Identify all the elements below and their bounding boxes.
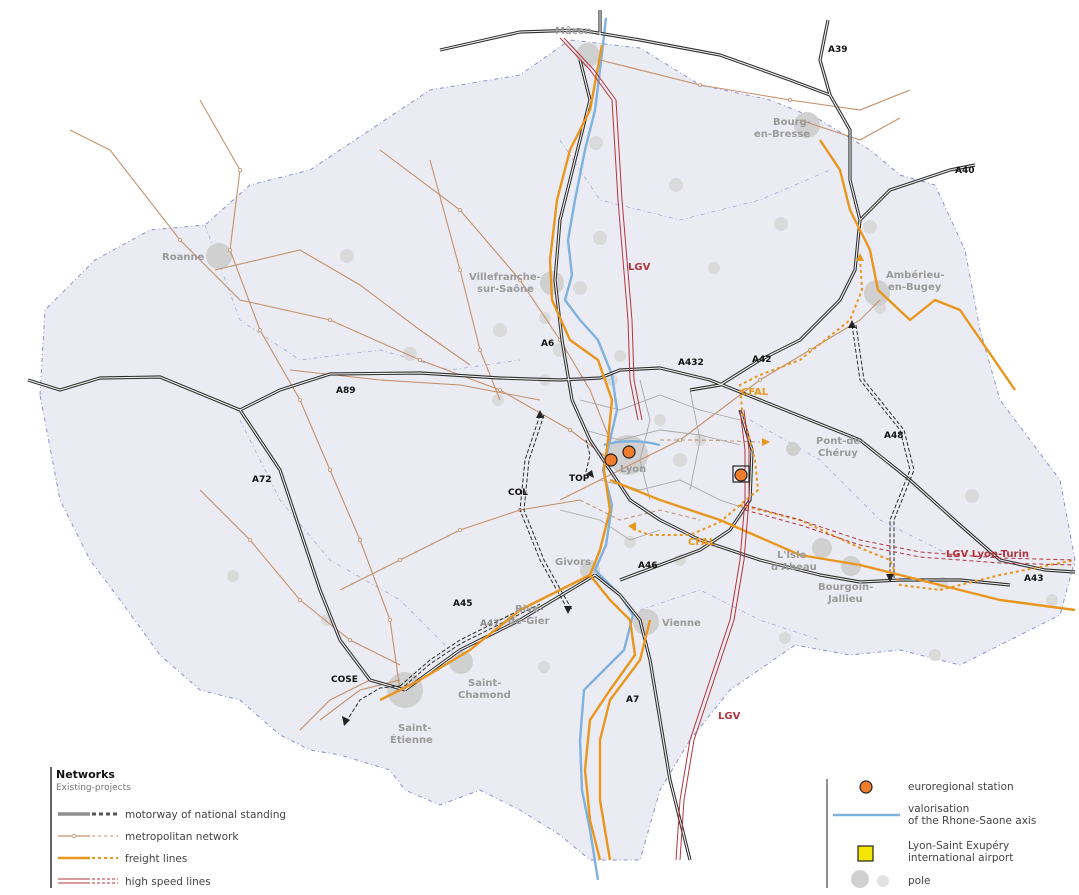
project-label-col: COL <box>508 488 528 498</box>
euroregional-stations <box>604 445 748 482</box>
project-label-lgv-north: LGV <box>628 262 651 273</box>
station-lyon-perrache <box>604 453 618 467</box>
small-poles <box>227 136 1058 673</box>
city-label-roanne: Roanne <box>162 252 205 263</box>
metropolitan-network <box>69 59 911 731</box>
city-label-villefranche-1: Villefranche- <box>469 272 541 283</box>
city-label-etienne-2: Étienne <box>390 733 433 746</box>
legend-label-hsl: high speed lines <box>125 876 211 888</box>
city-label-bourgoin-1: Bourgoin- <box>818 582 873 593</box>
legend-label-station: euroregional station <box>908 781 1014 793</box>
city-label-pont-1: Pont-de- <box>816 436 864 447</box>
region-area <box>39 39 1076 861</box>
legend-label-motorway: motorway of national standing <box>125 809 286 821</box>
city-label-givors: Givors <box>555 557 591 568</box>
road-label-a42: A42 <box>752 355 772 365</box>
project-label-cose: COSE <box>331 675 358 685</box>
city-label-isle-2: d'Abeau <box>771 562 817 573</box>
city-label-chamond-1: Saint- <box>468 678 501 689</box>
legend-networks-title: Networks <box>56 768 115 781</box>
legend-networks: Networks Existing-projects motorway of n… <box>50 767 286 888</box>
high-speed-projects <box>744 504 1076 566</box>
cfal-arrows <box>628 253 864 531</box>
legend-label-pole: pole <box>908 875 930 887</box>
project-label-lgv-lyon-turin: LGV Lyon-Turin <box>946 549 1029 560</box>
motorway-projects <box>345 324 915 723</box>
freight-projects <box>629 257 1076 591</box>
road-label-a43: A43 <box>1024 574 1044 584</box>
city-label-amberieu-1: Ambérieu- <box>886 269 945 281</box>
road-label-a40: A40 <box>955 166 975 176</box>
city-label-amberieu-2: en-Bugey <box>888 282 942 293</box>
project-arrows <box>342 320 894 726</box>
road-label-a72: A72 <box>252 475 272 485</box>
city-label-villefranche-2: sur-Saône <box>477 283 534 295</box>
road-label-a48: A48 <box>884 431 904 441</box>
city-label-rive-1: Rive- <box>515 604 544 615</box>
project-label-cfal-north: CFAL <box>741 387 769 398</box>
legend-item-freight: freight lines <box>58 853 187 865</box>
city-label-vienne: Vienne <box>662 618 701 629</box>
road-label-a432: A432 <box>678 358 704 368</box>
airport-saint-exupery-square <box>732 465 750 483</box>
legend-label-airport-1: Lyon-Saint Exupéry <box>908 840 1009 852</box>
freight-lines <box>379 44 1076 861</box>
legend-item-airport: Lyon-Saint Exupéry international airport <box>857 840 1013 864</box>
city-label-bourgoin-2: Jallieu <box>827 594 863 605</box>
project-label-cfal-south: CFAL <box>688 537 716 548</box>
station-lyon-part-dieu <box>622 445 636 459</box>
city-label-lyon: Lyon <box>620 464 646 475</box>
legend-label-freight: freight lines <box>125 853 187 865</box>
city-label-rive-2: de-Gier <box>508 616 550 627</box>
legend-label-airport-2: international airport <box>908 852 1013 864</box>
road-label-a39: A39 <box>828 45 848 55</box>
legend-label-river-1: valorisation <box>908 803 969 815</box>
road-label-a45: A45 <box>453 599 473 609</box>
road-label-a7: A7 <box>626 695 639 705</box>
legend-item-river: valorisation of the Rhone-Saone axis <box>833 803 1036 827</box>
road-label-a46: A46 <box>638 561 658 571</box>
road-label-a6: A6 <box>541 339 554 349</box>
legend-item-pole: pole <box>851 870 930 888</box>
legend-item-hsl: high speed lines <box>58 876 211 888</box>
legend-label-river-2: of the Rhone-Saone axis <box>908 815 1036 827</box>
project-label-lgv-south: LGV <box>718 711 741 722</box>
station-saint-exupery <box>734 468 748 482</box>
city-label-chamond-2: Chamond <box>458 690 511 701</box>
legend-symbols: euroregional station valorisation of the… <box>826 779 1036 888</box>
road-label-a47: A47 <box>480 619 500 629</box>
city-label-macon: Mâcon <box>555 25 592 37</box>
legend-item-motorway: motorway of national standing <box>58 809 286 821</box>
road-label-a89: A89 <box>336 386 356 396</box>
metro-stops <box>177 83 813 643</box>
legend-item-station: euroregional station <box>859 780 1014 794</box>
legend-label-metro: metropolitan network <box>125 831 239 843</box>
city-label-bourg-2: en-Bresse <box>754 129 810 140</box>
city-label-pont-2: Chéruy <box>818 447 858 459</box>
project-label-top: TOP <box>569 474 590 484</box>
city-label-etienne-1: Saint- <box>398 723 431 734</box>
legend-networks-subtitle: Existing-projects <box>56 783 131 793</box>
sub-boundaries <box>204 139 961 661</box>
city-label-isle-1: L'Isle <box>777 550 807 561</box>
high-speed-lines <box>559 37 750 861</box>
metropolitan-projects <box>579 439 761 521</box>
city-label-bourg-1: Bourg- <box>773 117 811 128</box>
legend-item-metro: metropolitan network <box>58 831 239 843</box>
